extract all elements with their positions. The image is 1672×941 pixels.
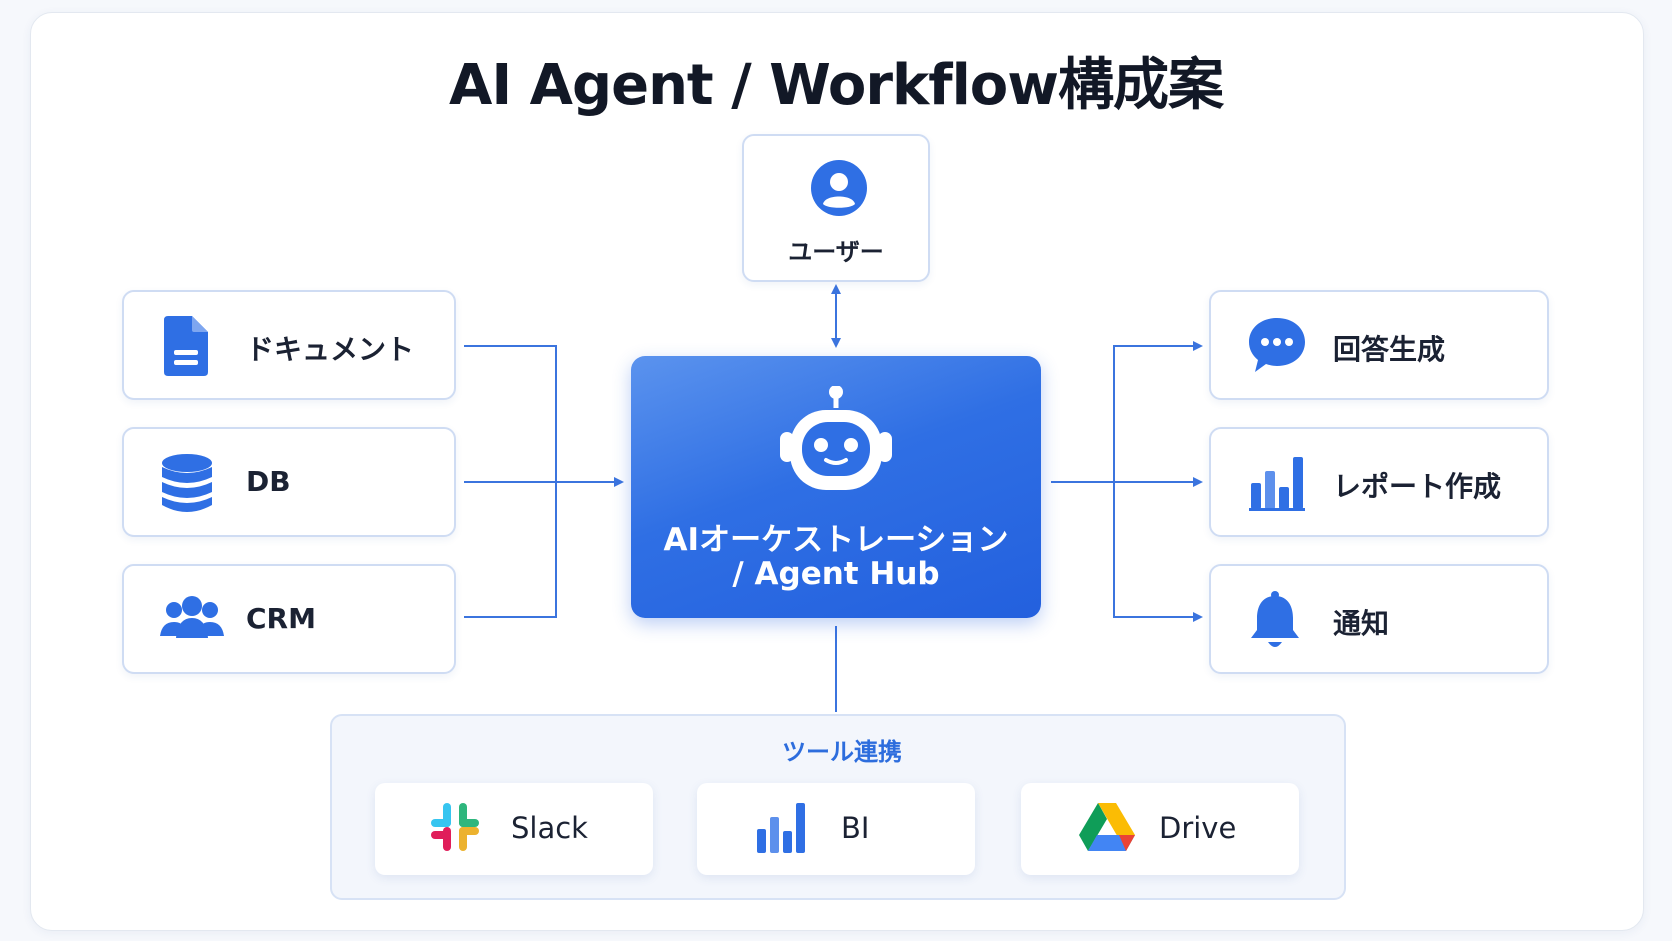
output-node-answer[interactable]: 回答生成 (1209, 290, 1549, 400)
output-label: 回答生成 (1333, 333, 1446, 366)
tool-label: Slack (511, 811, 588, 845)
robot-icon (774, 385, 898, 502)
input-node-document[interactable]: ドキュメント (122, 290, 456, 400)
user-label: ユーザー (788, 238, 884, 266)
bell-icon (1247, 590, 1303, 656)
tool-drive[interactable]: Drive (1021, 783, 1299, 875)
tool-label: Drive (1159, 811, 1237, 845)
chat-bubble-icon (1247, 316, 1307, 380)
user-node[interactable]: ユーザー (742, 134, 930, 282)
output-label: 通知 (1333, 607, 1390, 640)
document-icon (160, 316, 212, 382)
diagram-title: AI Agent / Workflow構成案 (448, 53, 1224, 118)
orchestration-hub[interactable]: AIオーケストレーション / Agent Hub (631, 356, 1041, 618)
tool-label: BI (841, 811, 870, 845)
user-icon (811, 160, 867, 220)
output-node-notify[interactable]: 通知 (1209, 564, 1549, 674)
output-node-report[interactable]: レポート作成 (1209, 427, 1549, 537)
tool-bi[interactable]: BI (697, 783, 975, 875)
input-node-db[interactable]: DB (122, 427, 456, 537)
output-branch-connector (1113, 345, 1201, 618)
input-label: DB (246, 465, 291, 498)
database-icon (160, 453, 214, 519)
input-label: CRM (246, 602, 316, 635)
hub-title: AIオーケストレーション (663, 522, 1009, 558)
hub-subtitle: / Agent Hub (732, 556, 940, 592)
input-node-crm[interactable]: CRM (122, 564, 456, 674)
bar-chart-icon (755, 801, 807, 859)
tool-slack[interactable]: Slack (375, 783, 653, 875)
bar-chart-icon (1247, 453, 1307, 517)
tools-label: ツール連携 (760, 732, 924, 767)
input-label: ドキュメント (246, 333, 415, 366)
slack-icon (429, 801, 481, 857)
output-label: レポート作成 (1333, 470, 1502, 503)
drive-icon (1079, 801, 1135, 857)
users-icon (160, 590, 224, 656)
